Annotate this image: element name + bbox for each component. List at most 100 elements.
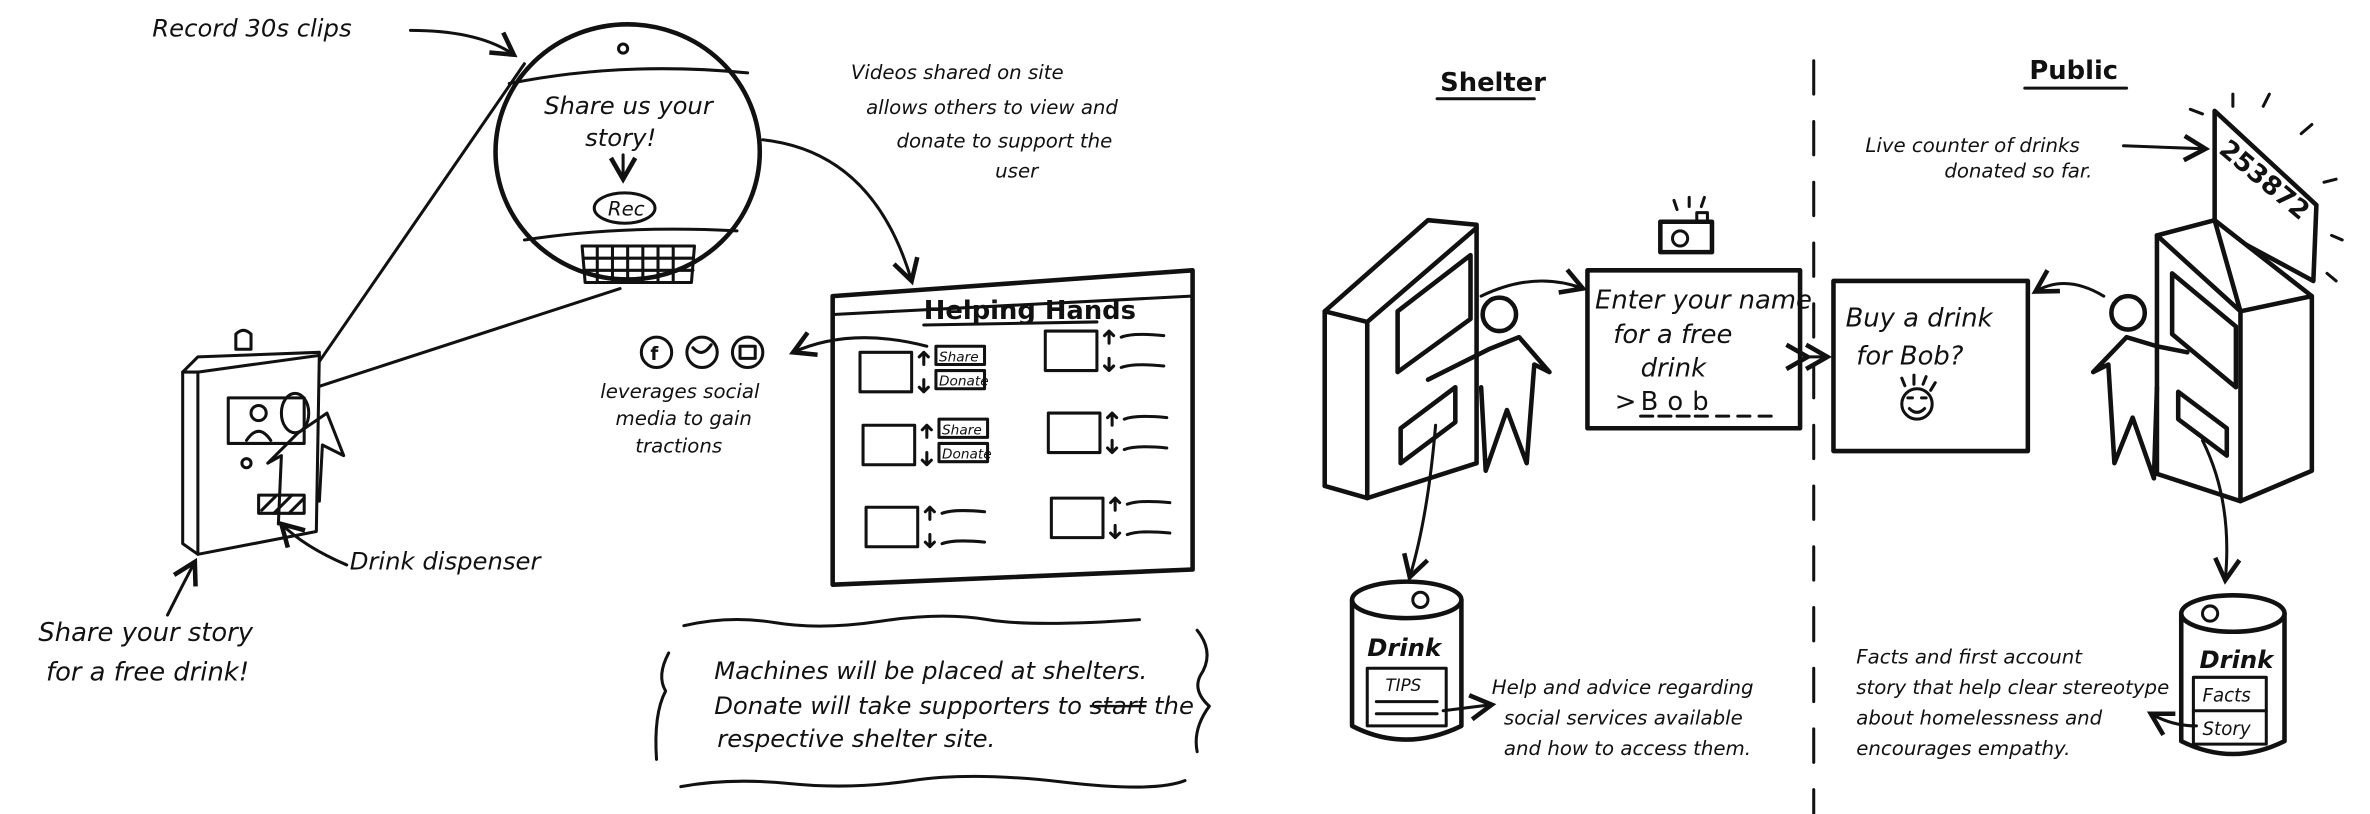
shelter-can-note-line: social services available	[1504, 706, 1743, 729]
social-note-line: leverages social	[600, 380, 760, 403]
left-concept: Record 30s clips Share us your story! Re…	[38, 13, 1211, 789]
video-thumbnail[interactable]	[1049, 496, 1105, 540]
videos-note-line: user	[995, 160, 1040, 183]
vote-arrows-icon[interactable]	[1109, 496, 1122, 540]
public-can-note-line: encourages empathy.	[1856, 737, 2070, 760]
person-figure	[266, 411, 346, 526]
person-figure	[1425, 334, 1552, 474]
name-input[interactable]: > Bob	[1615, 387, 1773, 418]
youtube-icon[interactable]	[730, 335, 765, 370]
shelter-note-line: Machines will be placed at shelters.	[714, 656, 1147, 685]
placeholder-text-lines	[1119, 332, 1166, 370]
story-machine	[181, 328, 346, 556]
videos-note-line: donate to support the	[896, 129, 1112, 152]
right-concept: Shelter Public Enter your name for a fre…	[1322, 56, 2344, 814]
share-button[interactable]	[937, 417, 990, 439]
social-arrow	[788, 331, 929, 358]
public-can-note-line: about homelessness and	[1856, 706, 2102, 729]
share-button[interactable]	[934, 344, 987, 366]
zoom-projection-lines	[314, 62, 622, 389]
can-label: Drink	[2199, 645, 2275, 674]
record-note: Record 30s clips	[152, 13, 352, 42]
vote-arrows-icon[interactable]	[917, 350, 930, 394]
vote-arrows-icon[interactable]	[1102, 329, 1116, 373]
shelter-drink-can: Drink TIPS	[1349, 579, 1464, 742]
svg-text:Rec: Rec	[608, 198, 645, 221]
video-thumbnail[interactable]	[861, 423, 917, 467]
zoom-screen-text: Share us your	[544, 91, 715, 120]
shelter-note: Machines will be placed at shelters. Don…	[654, 614, 1211, 789]
machine-screen	[226, 396, 306, 445]
zoomed-screen: Share us your story! Rec	[493, 22, 763, 284]
placeholder-text-lines	[940, 509, 987, 546]
zoom-screen-text: story!	[585, 123, 656, 152]
facebook-icon[interactable]: f	[639, 335, 674, 370]
counter-note-line: donated so far.	[1944, 160, 2092, 183]
svg-text:f: f	[650, 344, 659, 365]
dispenser-arrow	[278, 520, 349, 567]
screen-text: Buy a drink	[1846, 304, 1994, 334]
donate-button-label: Donate	[939, 374, 989, 390]
video-card[interactable]	[864, 505, 987, 549]
to-screen-arrow	[1479, 268, 1588, 298]
story-arrow	[2146, 711, 2198, 737]
video-card[interactable]	[1049, 496, 1172, 540]
machine-caption-line: for a free drink!	[46, 657, 249, 687]
donate-button[interactable]	[937, 441, 990, 464]
counter-note-line: Live counter of drinks	[1865, 134, 2079, 157]
vote-arrows-icon[interactable]	[1106, 411, 1119, 455]
can-insert-label: Story	[2203, 719, 2251, 740]
public-drink-can: Drink Facts Story	[2178, 593, 2287, 757]
donate-button-label: Donate	[942, 447, 992, 463]
record-arrow	[408, 28, 518, 58]
vote-arrows-icon[interactable]	[920, 423, 933, 467]
drink-dispenser-slot	[257, 493, 306, 515]
video-card[interactable]	[1046, 411, 1169, 455]
public-can-note-line: story that help clear stereotype	[1856, 676, 2169, 699]
keyboard-grid-icon	[580, 244, 696, 284]
svg-text:>: >	[1615, 387, 1637, 417]
public-can-note-line: Facts and first account	[1856, 646, 2083, 669]
placeholder-text-lines	[1122, 414, 1169, 452]
shelter-note-line: Donate will take supporters to start the	[714, 691, 1194, 720]
machine-caption-line: Share your story	[38, 618, 253, 648]
screen-text: for a free	[1613, 320, 1732, 350]
website-title: Helping Hands	[924, 296, 1136, 326]
screen-text: for Bob?	[1856, 341, 1964, 371]
bottle-icon	[234, 328, 253, 351]
name-input-value: Bob	[1641, 387, 1718, 417]
video-card[interactable]	[1043, 329, 1166, 373]
shelter-heading: Shelter	[1440, 68, 1546, 98]
public-machine: 253872	[2090, 92, 2344, 504]
dispense-arrow	[1402, 423, 1438, 582]
video-thumbnail[interactable]	[1043, 329, 1099, 373]
share-button-label: Share	[939, 349, 979, 365]
twitter-icon[interactable]	[685, 335, 719, 370]
public-screen: Buy a drink for Bob?	[1831, 278, 2031, 454]
smiley-face-icon	[1900, 373, 1937, 421]
shelter-can-note-line: and how to access them.	[1504, 737, 1751, 760]
screen-text: drink	[1641, 354, 1707, 384]
shelter-can-note-line: Help and advice regarding	[1492, 676, 1754, 699]
video-thumbnail[interactable]	[1046, 411, 1102, 455]
to-public-screen-arrow	[2031, 269, 2106, 298]
vote-arrows-icon[interactable]	[923, 505, 936, 549]
videos-note-line: allows others to view and	[866, 96, 1118, 119]
camera-icon	[617, 42, 630, 55]
shelter-machine	[1322, 217, 1552, 501]
can-insert-label: Facts	[2203, 686, 2252, 707]
rec-button[interactable]: Rec	[592, 191, 657, 225]
counter-arrow	[2122, 133, 2211, 163]
person-figure	[2090, 334, 2190, 481]
social-note-line: media to gain	[616, 407, 752, 430]
can-label: Drink	[1367, 633, 1443, 662]
shelter-note-line: respective shelter site.	[717, 724, 995, 753]
videos-arrow	[761, 138, 920, 286]
donate-button[interactable]	[934, 369, 987, 391]
video-thumbnail[interactable]	[858, 350, 914, 394]
video-thumbnail[interactable]	[864, 505, 920, 549]
